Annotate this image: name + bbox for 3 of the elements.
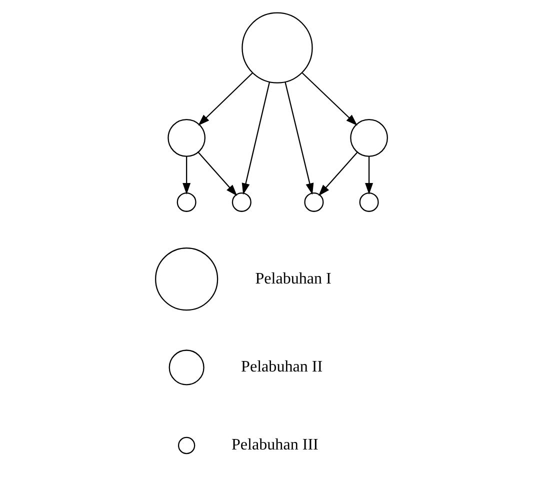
legend-label: Pelabuhan I: [255, 270, 332, 288]
legend-label: Pelabuhan II: [241, 358, 323, 376]
legend-label: Pelabuhan III: [232, 436, 318, 454]
